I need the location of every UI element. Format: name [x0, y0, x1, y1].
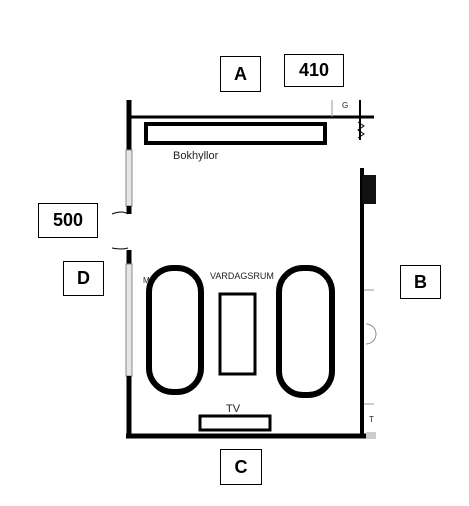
bookshelf-label: Bokhyllor: [173, 150, 219, 162]
door-swing-lower: [111, 247, 129, 250]
window-left-lower: [125, 263, 133, 377]
door-swing-upper: [111, 211, 129, 215]
edge-label-m: M: [143, 276, 150, 285]
window-left-upper: [125, 149, 133, 207]
label-box-a: A: [220, 56, 261, 92]
dimension-box-depth: 500: [38, 203, 98, 238]
dimension-box-width: 410: [284, 54, 344, 87]
edge-label-t: T: [369, 415, 374, 424]
label-box-d: D: [63, 261, 104, 296]
right-wall-block: [362, 175, 376, 204]
label-box-c: C: [220, 449, 262, 485]
bottom-wall-end: [366, 432, 376, 439]
sofa-right: [276, 265, 335, 398]
sofa-left: [146, 265, 204, 395]
room-name: VARDAGSRUM: [210, 271, 274, 281]
coffee-table: [218, 292, 257, 376]
tv-rect: [198, 414, 272, 432]
edge-label-g: G: [342, 101, 348, 110]
label-box-b: B: [400, 265, 441, 299]
right-wall-arc: [365, 323, 377, 345]
bookshelf-rect: [144, 122, 327, 145]
tv-label: TV: [226, 403, 241, 415]
wall-break-mark: [357, 121, 365, 139]
